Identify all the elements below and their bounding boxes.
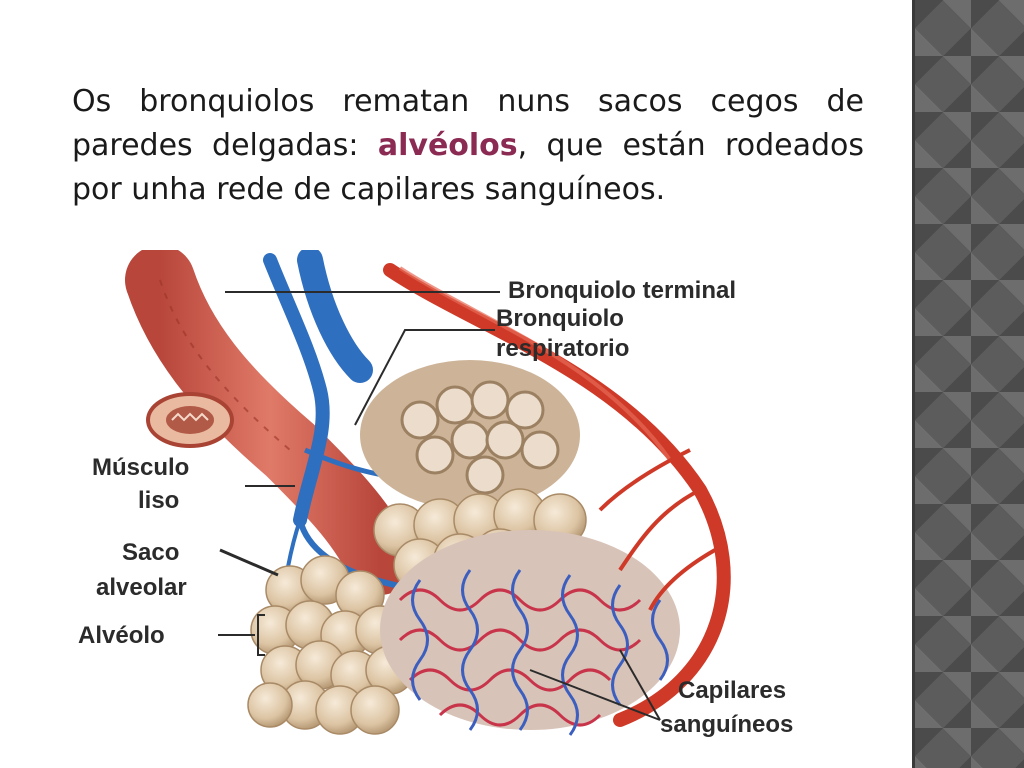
label-capilares-1: Capilares [678, 677, 787, 704]
label-bronquiolo-respiratorio-1: Bronquiolo [496, 305, 624, 332]
alveoli-illustration [125, 245, 731, 736]
label-bronquiolo-respiratorio-2: respiratorio [496, 335, 630, 362]
decorative-side-panel [912, 0, 1024, 768]
label-musculo-1: Músculo [92, 454, 190, 481]
intro-paragraph: Os bronquiolos rematan nuns sacos cegos … [72, 80, 864, 212]
bronchiole-tube [125, 245, 415, 595]
label-capilares-2: sanguíneos [660, 711, 794, 738]
label-saco-1: Saco [122, 539, 180, 566]
alveoli-diagram: Bronquiolo terminal Bronquiolo respirato… [60, 245, 880, 760]
intro-text-part2: , que están rodeados por unha rede de ca… [72, 128, 864, 207]
label-musculo-2: liso [138, 487, 180, 514]
label-saco-2: alveolar [96, 574, 187, 601]
label-alveolo: Alvéolo [78, 622, 165, 649]
leader-lines [218, 291, 661, 721]
slide-content: Os bronquiolos rematan nuns sacos cegos … [60, 80, 880, 760]
label-bronquiolo-terminal: Bronquiolo terminal [508, 277, 736, 304]
alveolar-sac [247, 555, 415, 735]
capillary-network [380, 530, 680, 736]
intro-text-part1: Os bronquiolos rematan nuns sacos cegos … [72, 84, 864, 163]
cut-alveolar-cluster [360, 360, 580, 510]
alveolos-highlight: alvéolos [377, 128, 518, 163]
